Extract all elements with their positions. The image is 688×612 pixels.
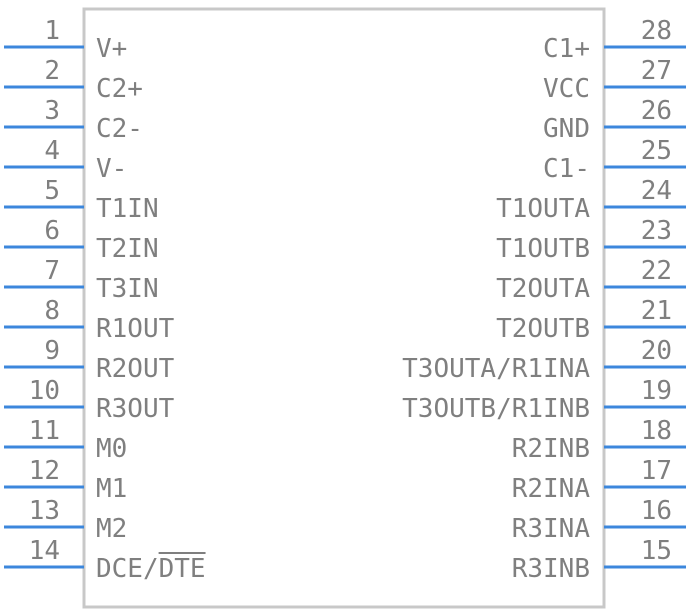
pin-label: M0: [96, 434, 127, 464]
pin-label: C2-: [96, 114, 143, 144]
pin-label: T3OUTB/R1INB: [402, 394, 590, 424]
pin-number: 28: [641, 16, 672, 46]
pin-label: C1-: [543, 154, 590, 184]
pin-label: DCE/DTE: [96, 554, 206, 584]
pin-label: R2INA: [512, 474, 591, 504]
right-pin-group: 28C1+27VCC26GND25C1-24T1OUTA23T1OUTB22T2…: [402, 16, 686, 584]
pin-number: 5: [44, 176, 60, 206]
pin-label: T2OUTA: [496, 274, 590, 304]
pin-label: R3INA: [512, 514, 591, 544]
pin-number: 18: [641, 416, 672, 446]
pin-number: 13: [29, 496, 60, 526]
pin-number: 4: [44, 136, 60, 166]
pin-label: T1IN: [96, 194, 159, 224]
pin-number: 26: [641, 96, 672, 126]
pin-label: R2INB: [512, 434, 590, 464]
pin-label: T2IN: [96, 234, 159, 264]
pin-label: VCC: [543, 74, 590, 104]
pin-label: C1+: [543, 34, 590, 64]
pin-label: V-: [96, 154, 127, 184]
pin-label: M1: [96, 474, 127, 504]
pin-2: 2C2+: [4, 56, 143, 104]
pin-number: 16: [641, 496, 672, 526]
pin-label: C2+: [96, 74, 143, 104]
pin-number: 23: [641, 216, 672, 246]
pin-number: 9: [44, 336, 60, 366]
pin-number: 21: [641, 296, 672, 326]
pin-number: 10: [29, 376, 60, 406]
pin-number: 15: [641, 536, 672, 566]
pin-label: R3INB: [512, 554, 590, 584]
pin-number: 27: [641, 56, 672, 86]
ic-body: [82, 7, 606, 609]
pin-number: 12: [29, 456, 60, 486]
pin-label: T3IN: [96, 274, 159, 304]
pin-label: R3OUT: [96, 394, 175, 424]
pin-number: 7: [44, 256, 60, 286]
pin-label: M2: [96, 514, 127, 544]
pin-label: T3OUTA/R1INA: [402, 354, 590, 384]
pin-number: 2: [44, 56, 60, 86]
pin-number: 3: [44, 96, 60, 126]
pin-number: 1: [44, 16, 60, 46]
pin-number: 24: [641, 176, 672, 206]
pin-label: R1OUT: [96, 314, 175, 344]
pin-number: 11: [29, 416, 60, 446]
pin-number: 19: [641, 376, 672, 406]
pin-label: V+: [96, 34, 127, 64]
pin-number: 22: [641, 256, 672, 286]
pin-number: 25: [641, 136, 672, 166]
pin-number: 8: [44, 296, 60, 326]
pin-3: 3C2-: [4, 96, 143, 144]
pin-4: 4V-: [4, 136, 127, 184]
pin-number: 17: [641, 456, 672, 486]
pin-number: 20: [641, 336, 672, 366]
left-pin-group: 1V+2C2+3C2-4V-5T1IN6T2IN7T3IN8R1OUT9R2OU…: [4, 16, 206, 584]
pin-1: 1V+: [4, 16, 127, 64]
pin-label: T1OUTB: [496, 234, 590, 264]
pin-label: R2OUT: [96, 354, 175, 384]
pin-label: T1OUTA: [496, 194, 590, 224]
pin-label: GND: [543, 114, 590, 144]
pin-number: 14: [29, 536, 60, 566]
pin-number: 6: [44, 216, 60, 246]
pin-label: T2OUTB: [496, 314, 590, 344]
